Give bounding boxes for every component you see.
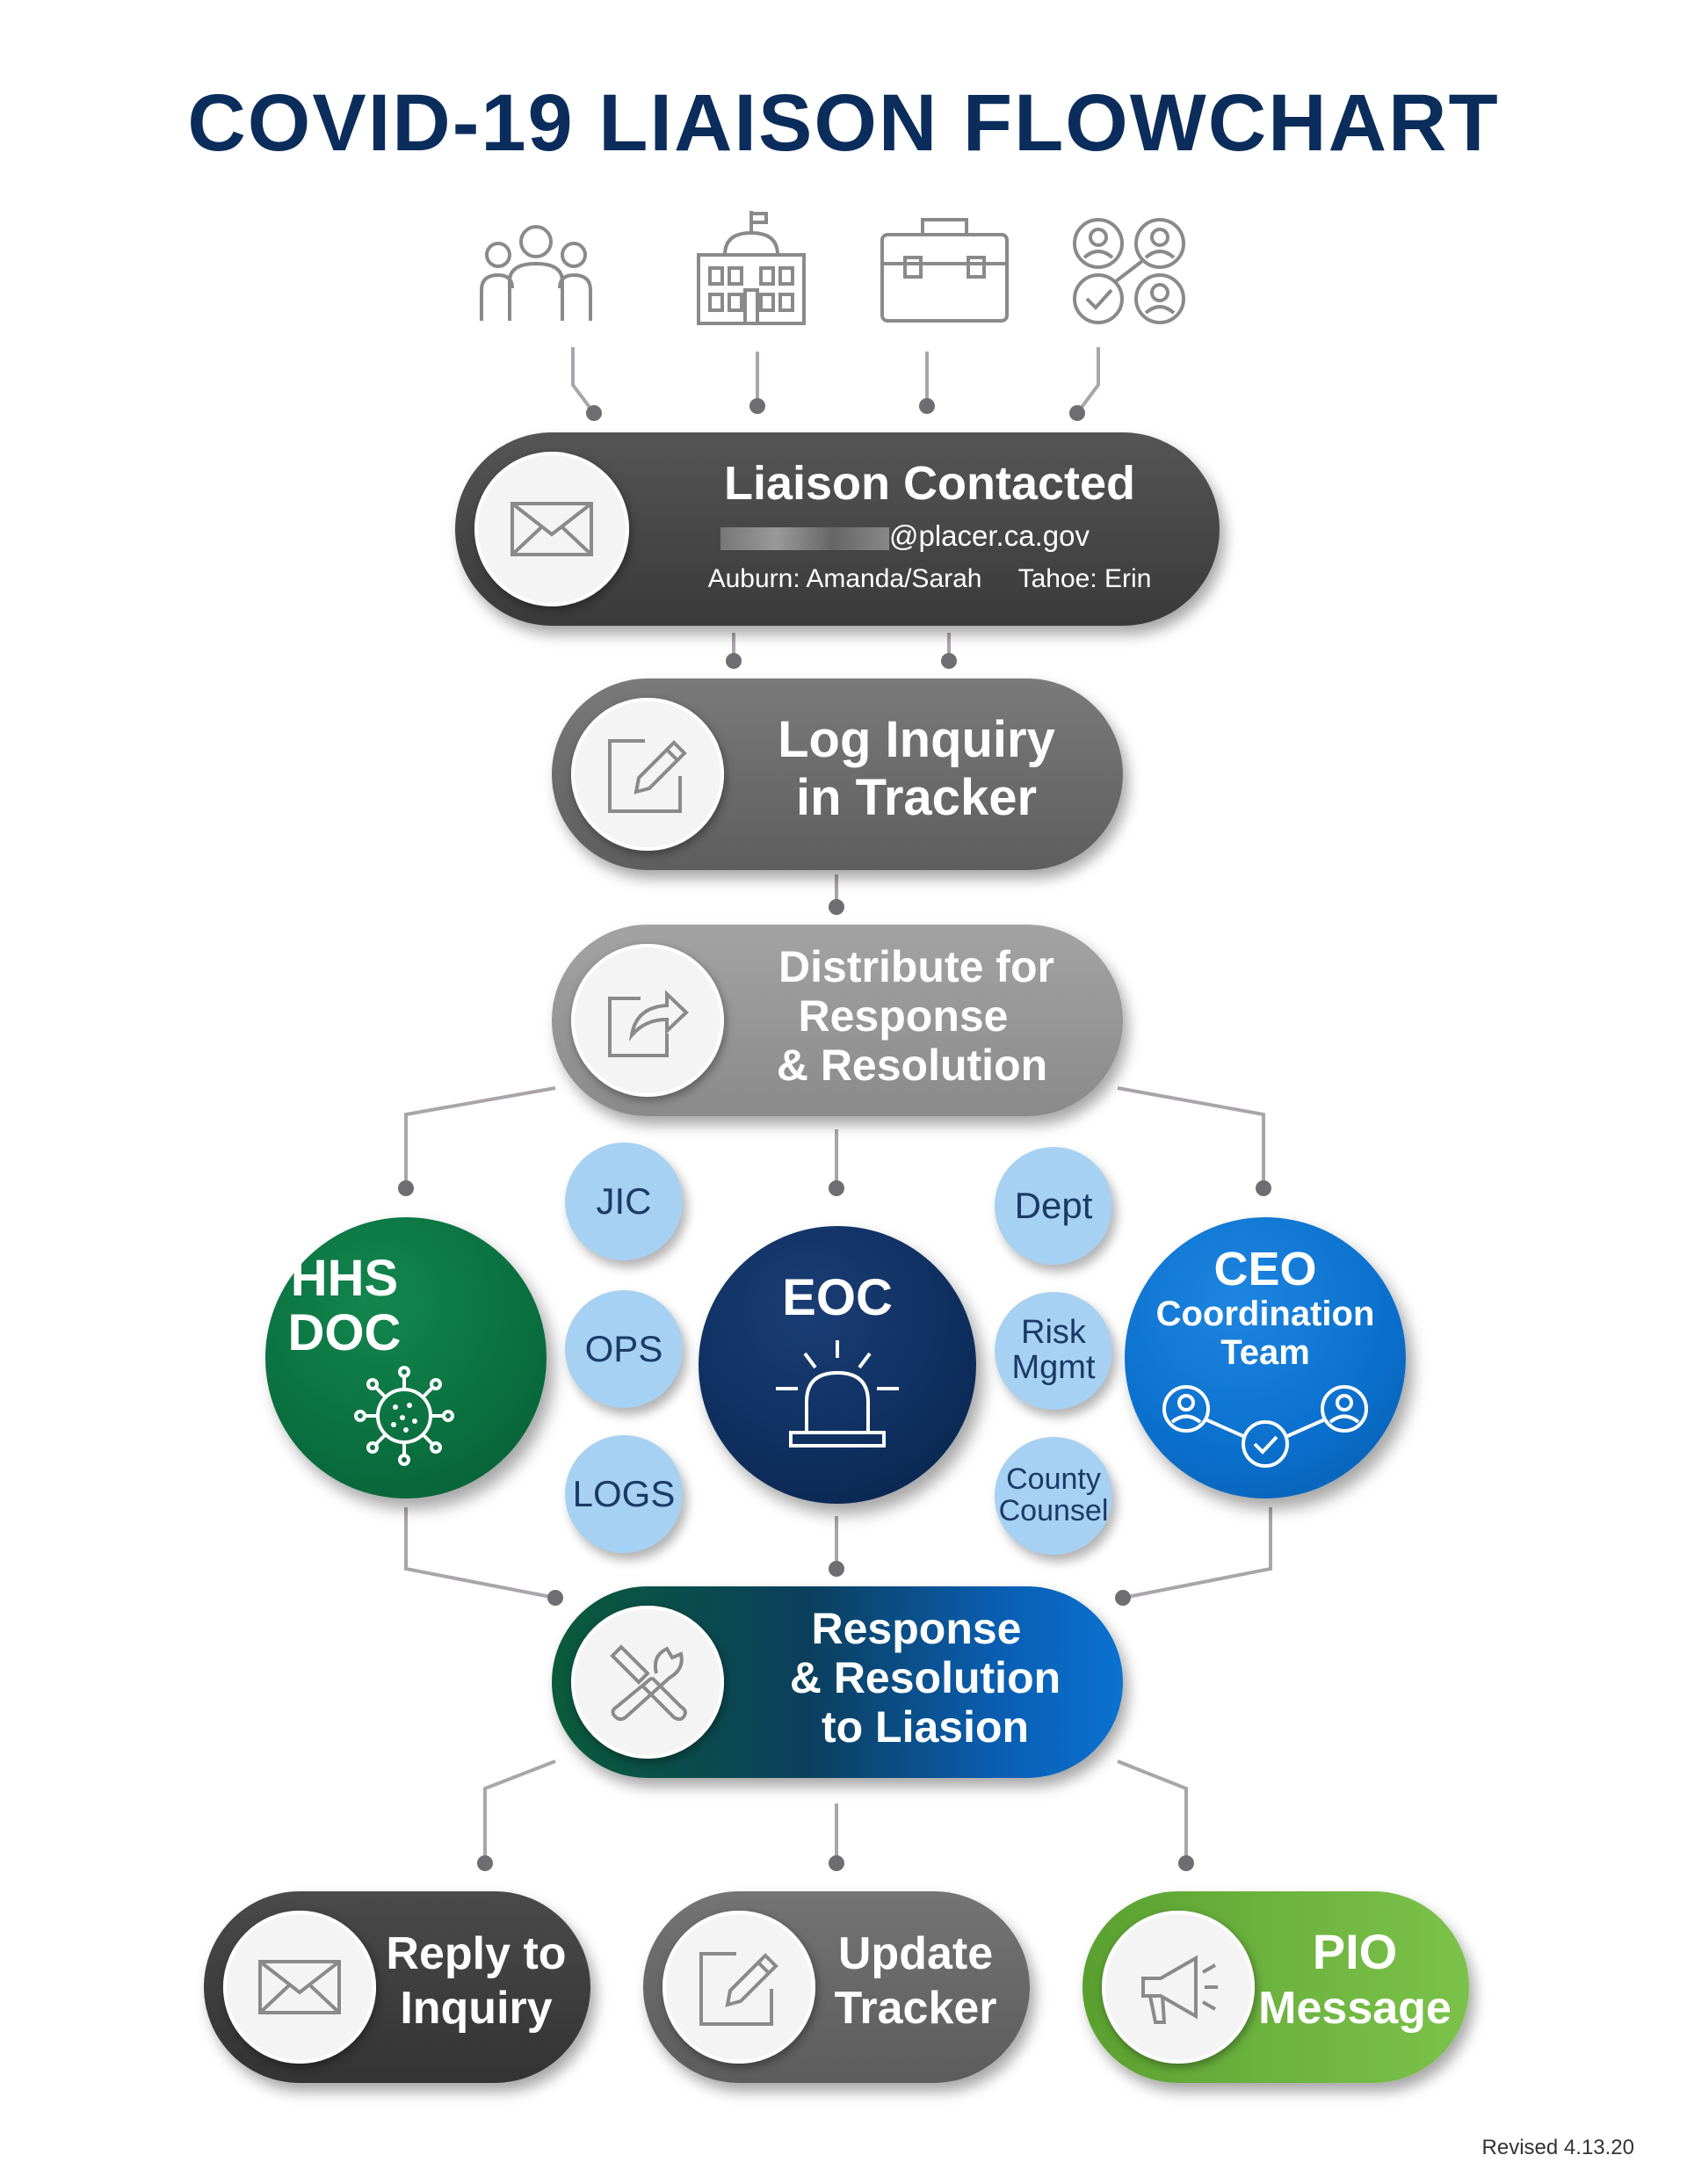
county-counsel-circle: County Counsel (995, 1437, 1112, 1555)
log-icon-circle (571, 698, 724, 851)
page-title: COVID-19 LIAISON FLOWCHART (187, 78, 1500, 168)
team-network-icon (1162, 1385, 1368, 1468)
tools-icon (610, 1644, 687, 1722)
liaison-icon-circle (474, 452, 629, 606)
dept-line1: Dept (1014, 1184, 1093, 1226)
logs-circle: LOGS (565, 1435, 683, 1553)
liaison-email: @placer.ca.gov (889, 519, 1090, 552)
megaphone-icon (1141, 1955, 1218, 2024)
pio-line2: Message (1258, 1983, 1452, 2034)
edit-icon (699, 1952, 778, 2026)
county-line2: Counsel (998, 1494, 1109, 1527)
email-redacted (720, 527, 889, 550)
alarm-light-icon (776, 1340, 899, 1448)
dept-circle: Dept (995, 1147, 1112, 1265)
response-line3: to Liasion (821, 1702, 1030, 1752)
log-inquiry-line1: Log Inquiry (778, 711, 1055, 768)
eoc-label: EOC (782, 1269, 893, 1326)
jic-circle: JIC (565, 1143, 683, 1260)
ceo-line2: Coordination (1155, 1295, 1375, 1333)
people-group-icon (479, 220, 593, 325)
response-line1: Response (811, 1604, 1022, 1653)
edit-icon (608, 739, 687, 813)
distribute-pill: Distribute for Response & Resolution (552, 925, 1123, 1116)
hhs-line2: DOC (287, 1304, 402, 1361)
reply-icon-circle (223, 1911, 376, 2064)
liaison-contacted-pill: Liaison Contacted @placer.ca.gov Auburn:… (455, 432, 1220, 626)
reply-pill: Reply to Inquiry (204, 1891, 590, 2083)
envelope-icon (510, 502, 593, 556)
reply-line1: Reply to (386, 1928, 567, 1979)
revised-date: Revised 4.13.20 (1481, 2136, 1634, 2159)
pio-pill: PIO Message (1082, 1891, 1469, 2083)
distribute-icon-circle (571, 944, 724, 1097)
response-line2: & Resolution (789, 1653, 1061, 1702)
ceo-circle: CEO Coordination Team (1125, 1217, 1406, 1498)
ceo-line1: CEO (1213, 1243, 1317, 1295)
distribute-line1: Distribute for (778, 942, 1054, 991)
network-check-icon (1072, 215, 1186, 330)
log-inquiry-line2: in Tracker (795, 769, 1038, 826)
update-line1: Update (837, 1928, 994, 1979)
eoc-circle: EOC (699, 1226, 976, 1504)
hhs-line1: HHS (290, 1250, 399, 1307)
distribute-line2: Response (798, 991, 1009, 1041)
envelope-icon (258, 1960, 341, 2014)
pio-line1: PIO (1312, 1924, 1398, 1979)
liaison-contacts: Auburn: Amanda/Sarah Tahoe: Erin (707, 564, 1152, 593)
distribute-line3: & Resolution (776, 1041, 1048, 1090)
update-pill: Update Tracker (643, 1891, 1030, 2083)
update-line2: Tracker (834, 1983, 997, 2034)
risk-line2: Mgmt (1011, 1349, 1096, 1386)
government-building-icon (694, 207, 808, 330)
log-inquiry-pill: Log Inquiry in Tracker (552, 678, 1123, 870)
update-icon-circle (662, 1911, 815, 2064)
county-line1: County (1006, 1462, 1101, 1497)
reply-line2: Inquiry (400, 1983, 553, 2034)
share-icon (608, 990, 689, 1057)
ceo-line3: Team (1220, 1333, 1310, 1372)
virus-icon (354, 1366, 454, 1466)
response-icon-circle (571, 1606, 724, 1759)
ops-circle: OPS (565, 1290, 683, 1408)
liaison-title: Liaison Contacted (723, 457, 1136, 510)
briefcase-icon (879, 215, 1010, 330)
pio-icon-circle (1102, 1911, 1255, 2064)
risk-mgmt-circle: Risk Mgmt (995, 1292, 1112, 1410)
risk-line1: Risk (1021, 1314, 1086, 1352)
response-pill: Response & Resolution to Liasion (552, 1586, 1123, 1778)
hhs-doc-circle: HHS DOC (265, 1217, 547, 1498)
